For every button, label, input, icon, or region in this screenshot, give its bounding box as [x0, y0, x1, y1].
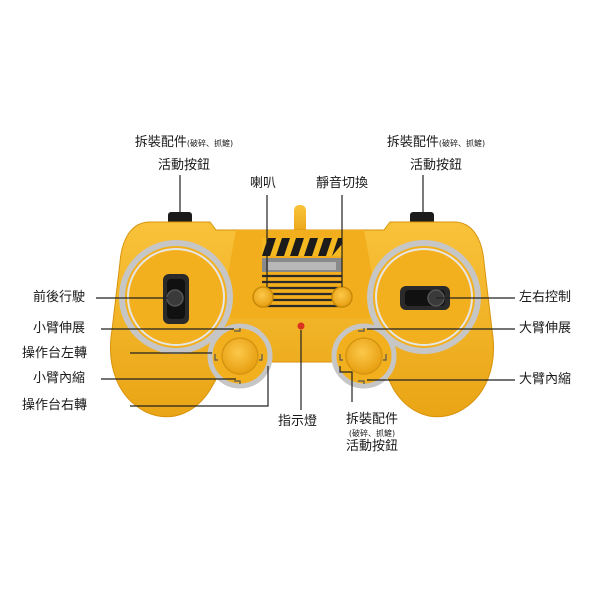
- horn-button[interactable]: [252, 286, 274, 308]
- hazard-panel: [262, 238, 342, 308]
- platform-left-label: 操作台左轉: [22, 346, 88, 361]
- mute-button[interactable]: [331, 286, 353, 308]
- horn-label: 喇叭: [250, 176, 277, 191]
- spring: [262, 274, 342, 308]
- big-arm-retract-label: 大臂內縮: [519, 372, 572, 387]
- small-arm-retract-label: 小臂內縮: [33, 371, 86, 386]
- leader-lines: [96, 175, 515, 410]
- left-right-stick[interactable]: [400, 286, 450, 310]
- big-arm-extend-label: 大臂伸展: [519, 321, 572, 336]
- small-arm-extend-label: 小臂伸展: [33, 321, 86, 336]
- platform-right-label: 操作台右轉: [22, 398, 88, 413]
- bottom-accessory-label: 拆裝配件 (破碎、抓鏟) 活動按鈕: [345, 412, 398, 454]
- left-right-control-label: 左右控制: [519, 290, 572, 305]
- forward-backward-stick[interactable]: [163, 274, 189, 324]
- indicator-led: [297, 322, 305, 330]
- mute-switch-label: 靜音切換: [316, 176, 369, 191]
- forward-backward-label: 前後行駛: [33, 290, 86, 305]
- right-joystick[interactable]: [345, 337, 383, 375]
- antenna: [294, 205, 306, 235]
- top-left-accessory-label: 拆裝配件(破碎、抓鏟) 活動按鈕: [134, 135, 234, 173]
- left-joystick[interactable]: [221, 337, 259, 375]
- direction-marks: [214, 328, 387, 384]
- top-right-accessory-label: 拆裝配件(破碎、抓鏟) 活動按鈕: [386, 135, 486, 173]
- indicator-light-label: 指示燈: [278, 414, 318, 429]
